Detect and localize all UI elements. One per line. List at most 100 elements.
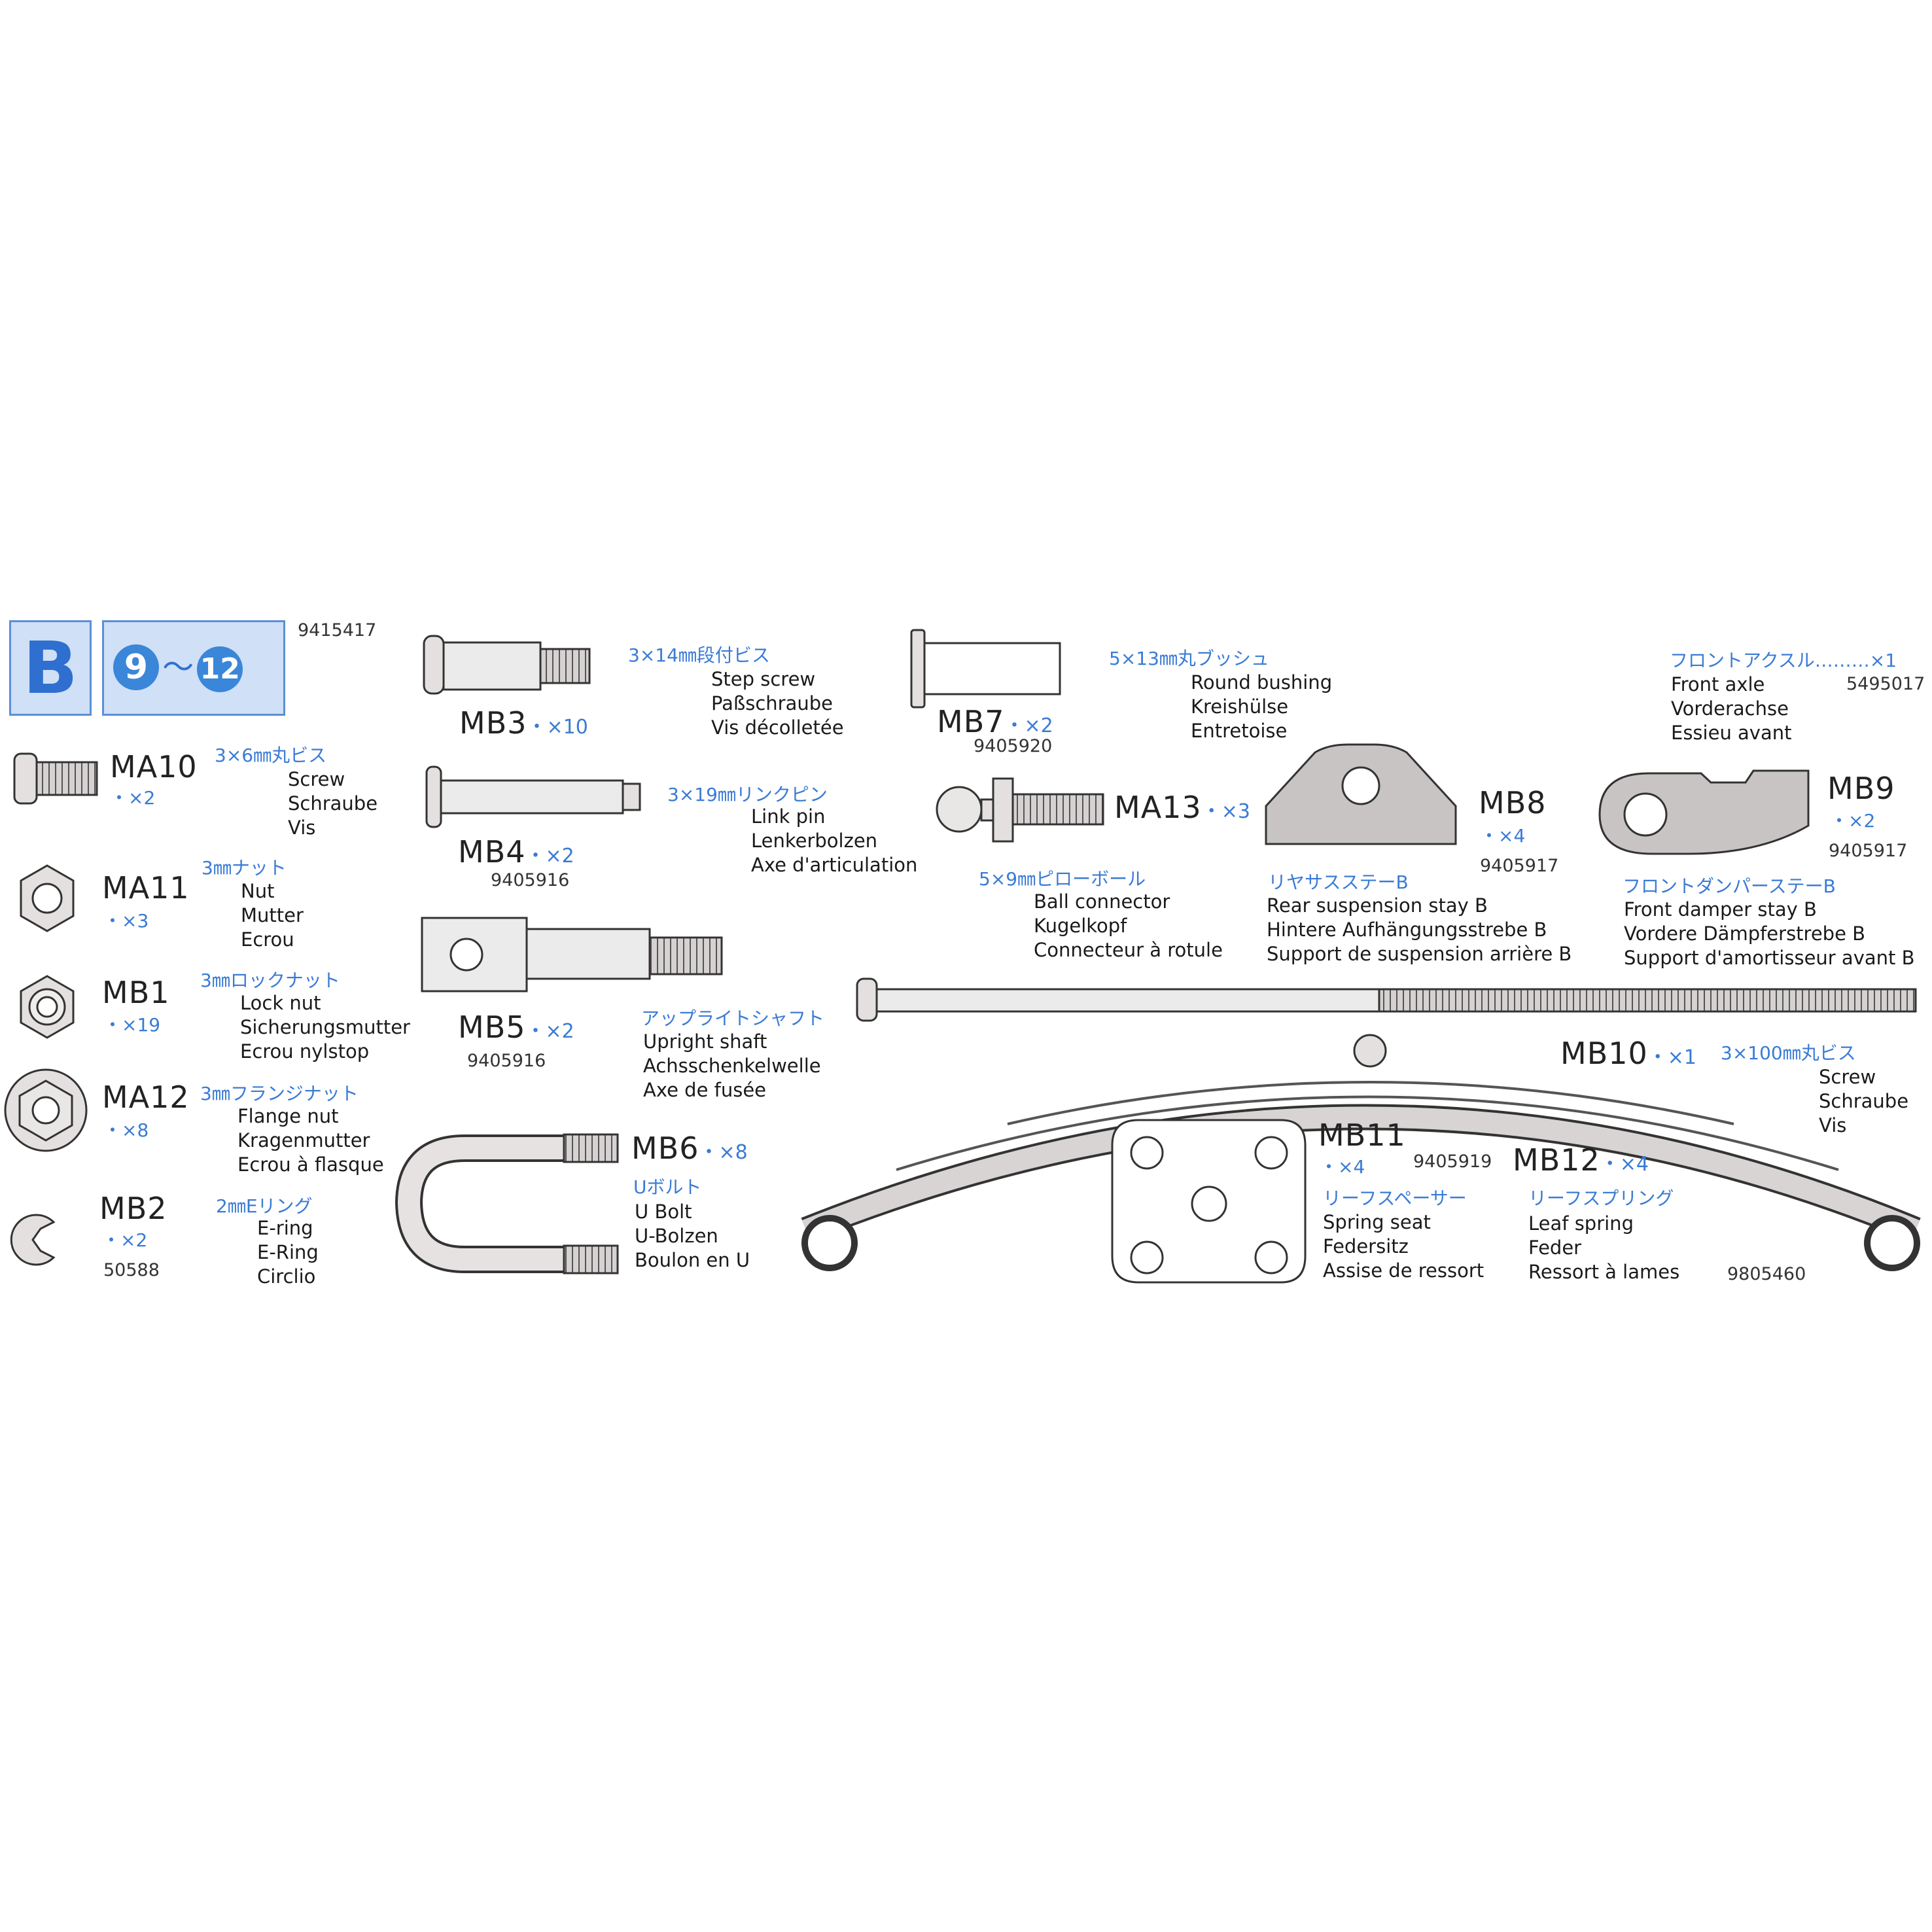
mb5-part-number: 9405916 bbox=[467, 1051, 546, 1071]
ma12-qty: ・×8 bbox=[103, 1119, 149, 1141]
front-axle-part-number: 5495017 bbox=[1846, 674, 1925, 694]
mb4-size: 3×19㎜リンクピン bbox=[667, 784, 828, 805]
mb10-qty: ・×1 bbox=[1647, 1046, 1697, 1069]
mb7-part-number: 9405920 bbox=[974, 736, 1053, 756]
ma12-flangenut-drawing bbox=[4, 1068, 88, 1152]
mb3-stepscrew-drawing bbox=[423, 635, 591, 695]
mb9-fr: Support d'amortisseur avant B bbox=[1624, 947, 1915, 969]
mb5-qty: ・×2 bbox=[525, 1020, 574, 1043]
mb12-part-number: 9805460 bbox=[1727, 1264, 1806, 1284]
mb12-fr: Ressort à lames bbox=[1528, 1261, 1680, 1283]
mb1-locknut-drawing bbox=[20, 975, 75, 1039]
mb2-part-number: 50588 bbox=[103, 1260, 160, 1280]
mb10-de: Schraube bbox=[1819, 1090, 1909, 1112]
mb4-code: MB4 bbox=[458, 834, 526, 869]
mb3-code: MB3 bbox=[459, 705, 527, 741]
mb9-stay-drawing bbox=[1598, 769, 1810, 855]
front-axle-label: フロントアクスル………×1 bbox=[1670, 650, 1897, 671]
mb11-springseat-drawing bbox=[1111, 1119, 1307, 1284]
ma11-fr: Ecrou bbox=[241, 928, 294, 951]
mb11-en: Spring seat bbox=[1323, 1211, 1431, 1233]
mb5-code: MB5 bbox=[458, 1010, 526, 1045]
step-range-badge: 9 〜 12 bbox=[102, 620, 285, 716]
mb2-de: E-Ring bbox=[257, 1241, 319, 1263]
mb8-fr: Support de suspension arrière B bbox=[1267, 943, 1572, 965]
mb6-label: MB6・×8 bbox=[631, 1131, 748, 1166]
mb12-en: Leaf spring bbox=[1528, 1212, 1634, 1235]
ma11-code: MA11 bbox=[102, 870, 190, 905]
ma13-code: MA13 bbox=[1114, 790, 1202, 825]
mb3-label: MB3・×10 bbox=[459, 705, 588, 741]
mb6-de: U-Bolzen bbox=[635, 1225, 718, 1247]
mb4-de: Lenkerbolzen bbox=[751, 830, 878, 852]
mb10-size: 3×100㎜丸ビス bbox=[1721, 1042, 1856, 1064]
ma10-qty: ・×2 bbox=[110, 787, 156, 809]
mb8-en: Rear suspension stay B bbox=[1267, 894, 1488, 917]
ma13-qty: ・×3 bbox=[1201, 800, 1250, 823]
mb8-size: リヤサスステーB bbox=[1268, 871, 1409, 893]
mb8-stay-drawing bbox=[1265, 743, 1457, 845]
mb11-fr: Assise de ressort bbox=[1323, 1259, 1484, 1282]
bag-letter: B bbox=[23, 626, 78, 710]
front-axle-en: Front axle bbox=[1671, 673, 1765, 695]
ma11-en: Nut bbox=[241, 880, 275, 902]
mb1-size: 3㎜ロックナット bbox=[200, 970, 340, 991]
mb6-fr: Boulon en U bbox=[635, 1249, 750, 1271]
mb7-en: Round bushing bbox=[1191, 671, 1333, 694]
ma12-en: Flange nut bbox=[237, 1105, 339, 1127]
ma13-size: 5×9㎜ピローボール bbox=[979, 868, 1146, 890]
mb10-fr: Vis bbox=[1819, 1114, 1847, 1136]
mb10-en: Screw bbox=[1819, 1066, 1876, 1088]
mb2-ering-drawing bbox=[10, 1214, 56, 1266]
mb12-de: Feder bbox=[1528, 1237, 1582, 1259]
mb4-en: Link pin bbox=[751, 805, 826, 828]
mb4-label: MB4・×2 bbox=[458, 834, 574, 869]
mb4-part-number: 9405916 bbox=[491, 870, 570, 890]
mb4-fr: Axe d'articulation bbox=[751, 854, 918, 876]
mb8-qty: ・×4 bbox=[1480, 825, 1526, 847]
mb4-linkpin-drawing bbox=[425, 765, 641, 828]
mb8-code: MB8 bbox=[1479, 785, 1547, 820]
mb1-code: MB1 bbox=[102, 975, 170, 1010]
mb9-qty: ・×2 bbox=[1830, 810, 1876, 832]
front-axle-de: Vorderachse bbox=[1671, 697, 1789, 720]
mb5-label: MB5・×2 bbox=[458, 1010, 574, 1045]
mb9-code: MB9 bbox=[1827, 771, 1895, 806]
mb1-fr: Ecrou nylstop bbox=[240, 1040, 370, 1063]
step-from-number: 9 bbox=[113, 644, 159, 690]
ma11-nut-drawing bbox=[20, 864, 75, 932]
step-tilde: 〜 bbox=[162, 649, 194, 686]
mb8-part-number: 9405917 bbox=[1480, 856, 1559, 876]
mb9-size: フロントダンパーステーB bbox=[1623, 875, 1836, 897]
mb7-qty: ・×2 bbox=[1004, 714, 1053, 737]
front-axle-fr: Essieu avant bbox=[1671, 722, 1792, 744]
mb6-code: MB6 bbox=[631, 1131, 699, 1166]
mb11-size: リーフスペーサー bbox=[1323, 1187, 1467, 1209]
mb11-code: MB11 bbox=[1318, 1117, 1406, 1153]
mb3-fr: Vis décolletée bbox=[711, 716, 844, 739]
mb3-qty: ・×10 bbox=[527, 716, 588, 739]
mb1-en: Lock nut bbox=[240, 992, 321, 1014]
mb6-qty: ・×8 bbox=[699, 1141, 748, 1164]
ma10-fr: Vis bbox=[288, 817, 316, 839]
ma11-de: Mutter bbox=[241, 904, 304, 926]
mb2-qty: ・×2 bbox=[102, 1229, 148, 1251]
ma13-label: MA13・×3 bbox=[1114, 790, 1250, 825]
ma13-ballconnector-drawing bbox=[936, 777, 1104, 843]
ma10-size: 3×6㎜丸ビス bbox=[215, 745, 327, 766]
ma10-code: MA10 bbox=[110, 749, 198, 784]
ma12-size: 3㎜フランジナット bbox=[200, 1083, 359, 1104]
mb2-en: E-ring bbox=[257, 1217, 313, 1239]
mb1-qty: ・×19 bbox=[103, 1014, 161, 1036]
mb2-code: MB2 bbox=[99, 1191, 167, 1226]
mb7-de: Kreishülse bbox=[1191, 695, 1289, 718]
mb9-de: Vordere Dämpferstrebe B bbox=[1624, 922, 1866, 945]
ma11-size: 3㎜ナット bbox=[202, 857, 287, 879]
mb10-screw-drawing bbox=[856, 977, 1917, 1022]
ma13-de: Kugelkopf bbox=[1034, 915, 1127, 937]
mb6-size: Uボルト bbox=[633, 1176, 702, 1198]
mb2-fr: Circlio bbox=[257, 1265, 316, 1288]
ma11-qty: ・×3 bbox=[103, 910, 149, 932]
mb7-size: 5×13㎜丸ブッシュ bbox=[1109, 648, 1269, 669]
